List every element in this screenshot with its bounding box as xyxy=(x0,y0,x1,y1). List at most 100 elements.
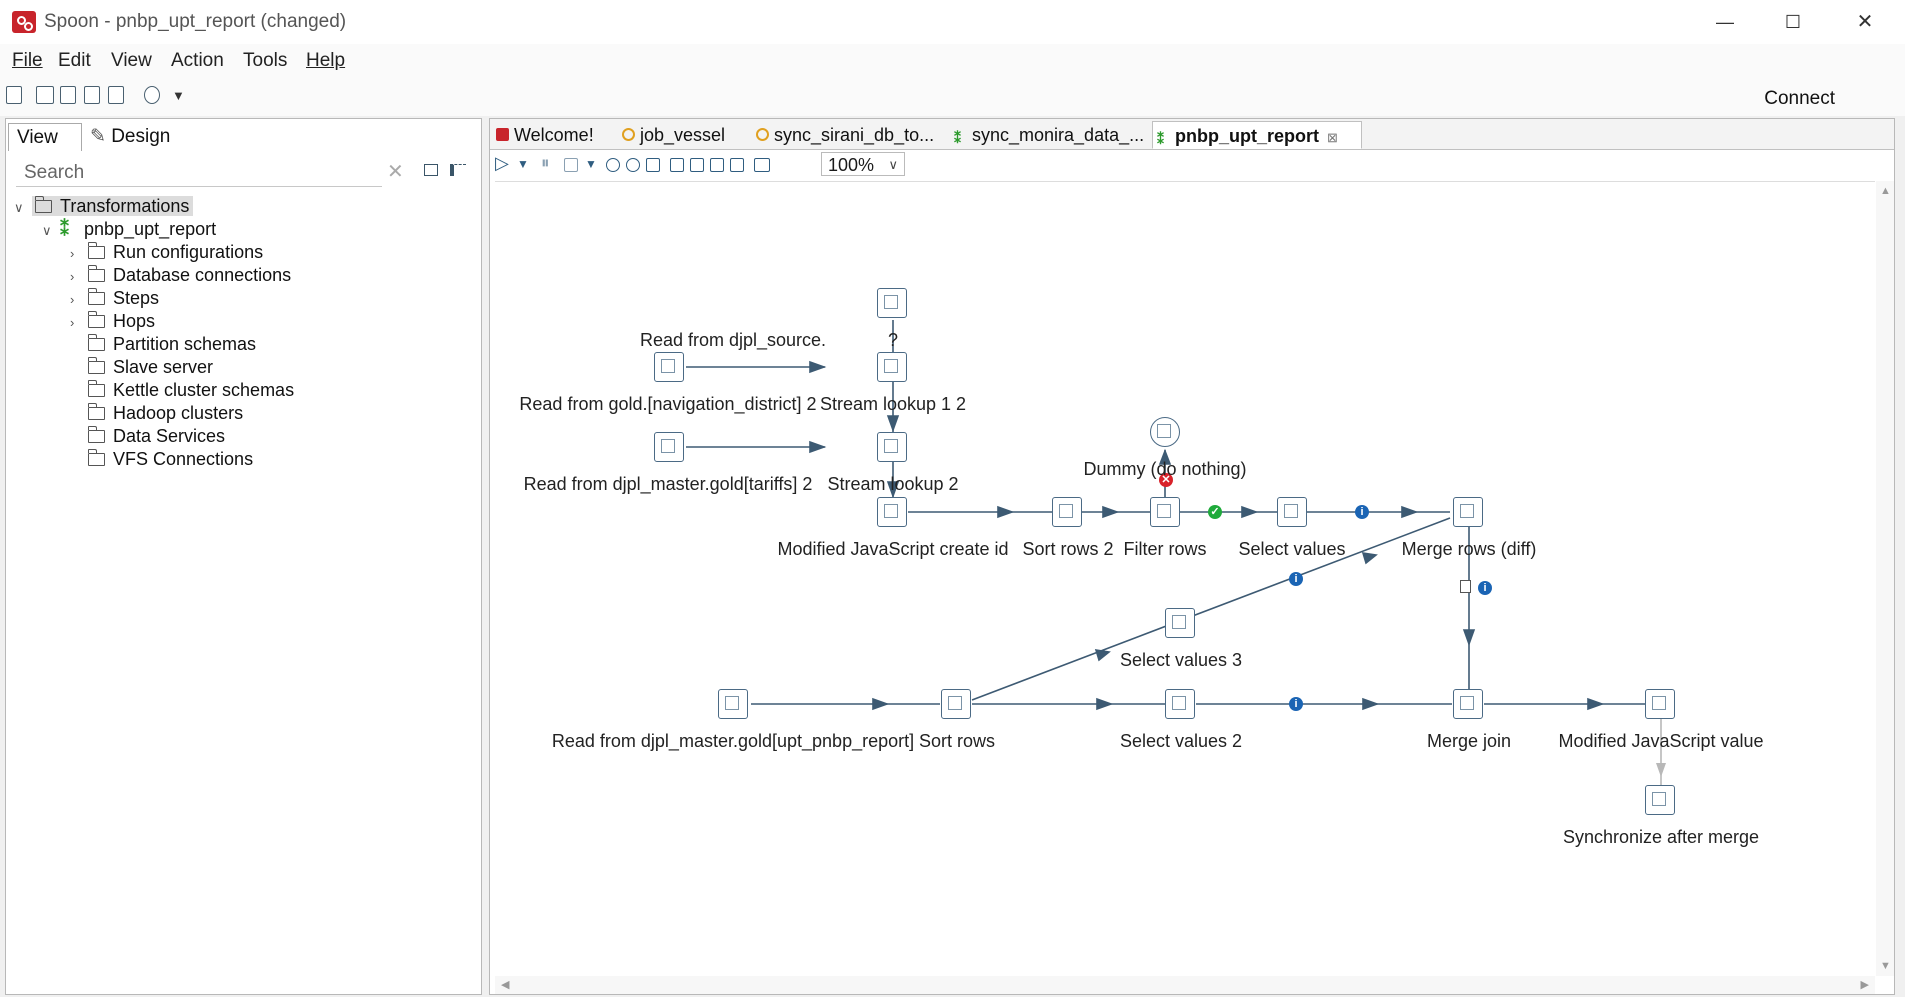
tree-item-pnbp-upt-report[interactable]: ∨⁑pnbp_upt_report xyxy=(42,216,216,242)
stop-options-dropdown-icon[interactable]: ▼ xyxy=(585,157,597,171)
perspective-layers-icon[interactable] xyxy=(144,86,160,104)
step-read-navigation-district[interactable] xyxy=(654,352,684,382)
tree-item-slave-server[interactable]: Slave server xyxy=(87,354,213,380)
run-options-dropdown-icon[interactable]: ▼ xyxy=(517,157,529,171)
chevron-right-icon[interactable]: › xyxy=(70,246,75,261)
run-icon[interactable]: ▷ xyxy=(495,153,509,173)
tree-item-steps[interactable]: ›Steps xyxy=(70,285,159,311)
menu-edit[interactable]: Edit xyxy=(58,50,91,71)
expand-all-icon[interactable] xyxy=(450,164,466,176)
collapse-all-icon[interactable] xyxy=(424,164,438,176)
tab-pnbp-upt-report[interactable]: ⁑pnbp_upt_report⊠ xyxy=(1152,121,1362,149)
step-sort-rows[interactable] xyxy=(941,689,971,719)
tree-item-kettle-cluster-schemas[interactable]: Kettle cluster schemas xyxy=(87,377,294,403)
tree-item-transformations[interactable]: ∨Transformations xyxy=(14,193,194,219)
zoom-select[interactable]: 100%∨ xyxy=(821,152,905,176)
close-tab-icon[interactable]: ⊠ xyxy=(1327,130,1338,145)
scroll-down-icon[interactable]: ▼ xyxy=(1880,960,1891,972)
hop-arrowhead xyxy=(1094,649,1111,662)
tab-job-vessel[interactable]: job_vessel xyxy=(618,121,750,149)
tree-item-partition-schemas[interactable]: Partition schemas xyxy=(87,331,256,357)
step-merge-join[interactable] xyxy=(1453,689,1483,719)
step-read-tariffs[interactable] xyxy=(654,432,684,462)
step-label-dummy: Dummy (do nothing) xyxy=(1083,459,1247,479)
explore-db-icon[interactable] xyxy=(730,158,744,172)
step-dummy[interactable] xyxy=(1150,417,1180,447)
tab-sync-sirani[interactable]: sync_sirani_db_to... xyxy=(752,121,950,149)
save-as-icon[interactable] xyxy=(108,86,124,104)
tab-design[interactable]: ✎ Design xyxy=(90,123,170,151)
tab-view[interactable]: View xyxy=(8,123,82,151)
tab-sync-monira[interactable]: ⁑sync_monira_data_... xyxy=(950,121,1150,149)
tree-item-hadoop-clusters[interactable]: Hadoop clusters xyxy=(87,400,243,426)
step-read-upt-pnbp-report[interactable] xyxy=(718,689,748,719)
step-stream-lookup-2[interactable] xyxy=(877,432,907,462)
menu-tools[interactable]: Tools xyxy=(243,50,288,71)
tree-item-vfs-connections[interactable]: VFS Connections xyxy=(87,446,254,472)
tree-item-run-configurations[interactable]: ›Run configurations xyxy=(70,239,263,265)
folder-icon xyxy=(87,311,105,328)
debug-icon[interactable] xyxy=(626,158,640,172)
folder-icon xyxy=(87,380,105,397)
step-select-values-2[interactable] xyxy=(1165,689,1195,719)
minimize-button[interactable]: — xyxy=(1716,12,1734,32)
scroll-left-icon[interactable]: ◀ xyxy=(501,979,510,991)
new-file-icon[interactable] xyxy=(6,86,22,104)
horizontal-scrollbar[interactable]: ◀ ▶ xyxy=(495,976,1875,994)
job-icon xyxy=(756,128,769,141)
menu-help[interactable]: Help xyxy=(306,50,346,71)
pause-icon[interactable]: ⏸ xyxy=(541,153,550,172)
step-unknown-table-input[interactable] xyxy=(877,288,907,318)
menu-action[interactable]: Action xyxy=(171,50,224,71)
chevron-right-icon[interactable]: › xyxy=(70,292,75,307)
step-js-create-id[interactable] xyxy=(877,497,907,527)
menu-view[interactable]: View xyxy=(111,50,152,71)
impact-icon[interactable] xyxy=(690,158,704,172)
step-label-js-value: Modified JavaScript value xyxy=(1558,731,1764,751)
open-file-icon[interactable] xyxy=(36,86,54,104)
hop-arrowhead xyxy=(872,697,890,711)
step-select-values[interactable] xyxy=(1277,497,1307,527)
close-window-button[interactable]: ✕ xyxy=(1856,11,1874,33)
maximize-button[interactable]: ☐ xyxy=(1784,12,1802,32)
menu-file[interactable]: File xyxy=(12,50,43,71)
save-icon[interactable] xyxy=(84,86,100,104)
tree-item-database-connections[interactable]: ›Database connections xyxy=(70,262,291,288)
step-select-values-3[interactable] xyxy=(1165,608,1195,638)
explore-repository-icon[interactable] xyxy=(60,86,76,104)
chevron-down-icon[interactable]: ∨ xyxy=(14,200,24,215)
vertical-scrollbar[interactable]: ▲ ▼ xyxy=(1876,181,1894,976)
stop-icon[interactable] xyxy=(564,158,578,172)
show-results-icon[interactable] xyxy=(754,158,770,172)
sql-icon[interactable] xyxy=(710,158,724,172)
scroll-right-icon[interactable]: ▶ xyxy=(1860,979,1869,991)
step-filter-rows[interactable] xyxy=(1150,497,1180,527)
transformation-canvas[interactable] xyxy=(495,181,1875,977)
clear-search-icon[interactable]: ✕ xyxy=(387,161,404,183)
tree-item-data-services[interactable]: Data Services xyxy=(87,423,226,449)
chevron-down-icon[interactable]: ∨ xyxy=(42,223,52,238)
folder-icon xyxy=(87,265,105,282)
step-stream-lookup-1-2[interactable] xyxy=(877,352,907,382)
tree-item-label: Data Services xyxy=(113,426,226,446)
verify-icon[interactable] xyxy=(670,158,684,172)
error-hop-icon: ✕ xyxy=(1159,473,1173,487)
connect-button[interactable]: Connect xyxy=(1764,88,1835,109)
step-sync-after-merge[interactable] xyxy=(1645,785,1675,815)
perspective-dropdown-icon[interactable]: ▼ xyxy=(172,88,185,103)
step-label-merge-rows-diff: Merge rows (diff) xyxy=(1401,539,1537,559)
tree-item-label: pnbp_upt_report xyxy=(84,219,217,239)
chevron-right-icon[interactable]: › xyxy=(70,269,75,284)
search-input[interactable]: Search xyxy=(16,159,382,187)
step-js-value[interactable] xyxy=(1645,689,1675,719)
scroll-up-icon[interactable]: ▲ xyxy=(1880,185,1891,197)
step-sort-rows-2[interactable] xyxy=(1052,497,1082,527)
hop-arrowhead xyxy=(886,415,900,433)
replay-icon[interactable] xyxy=(646,158,660,172)
chevron-right-icon[interactable]: › xyxy=(70,315,75,330)
tree-item-label: VFS Connections xyxy=(113,449,254,469)
tab-welcome[interactable]: Welcome! xyxy=(492,121,614,149)
tree-item-hops[interactable]: ›Hops xyxy=(70,308,155,334)
preview-eye-icon[interactable] xyxy=(606,158,620,172)
step-merge-rows-diff[interactable] xyxy=(1453,497,1483,527)
